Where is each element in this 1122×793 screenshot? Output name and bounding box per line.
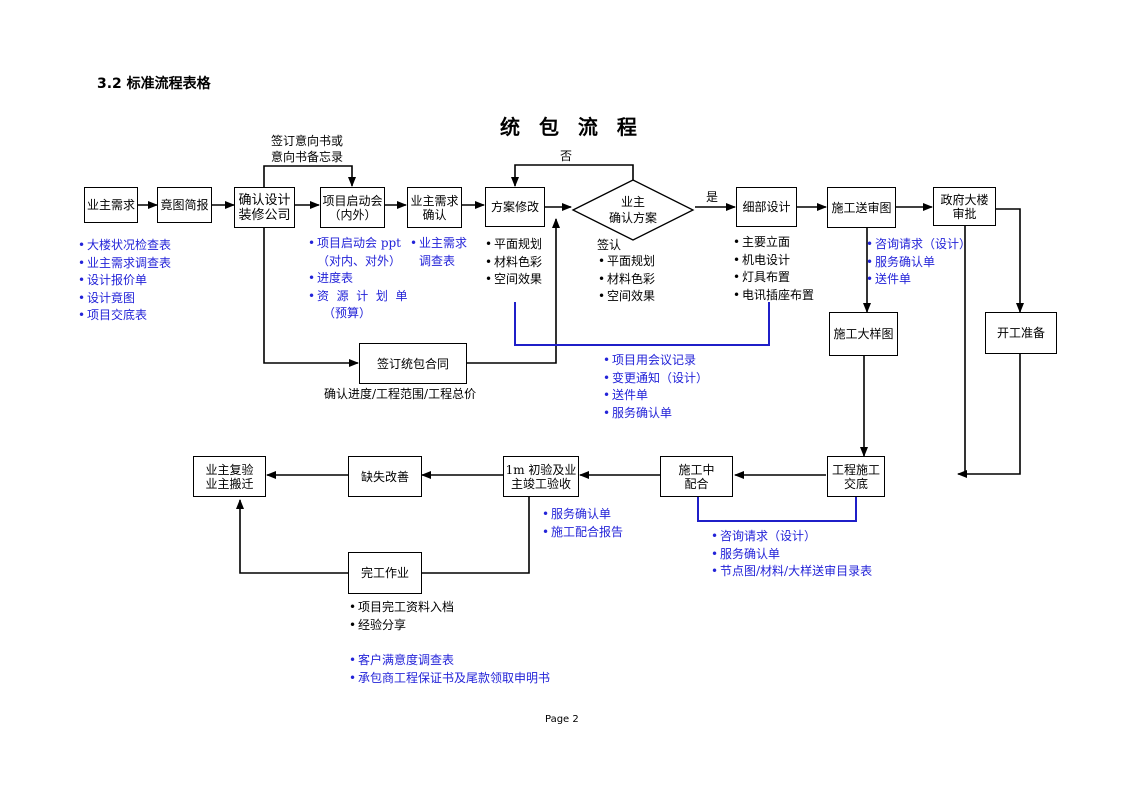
node-confirm-design-company: 确认设计 装修公司	[234, 187, 295, 228]
node-construction-cooperation: 施工中 配合	[660, 456, 733, 497]
list-item: 调查表	[419, 253, 456, 268]
demand-confirm-docs-list: 业主需求 调查表	[410, 235, 467, 270]
list-item: （预算）	[323, 306, 372, 320]
list-item: 变更通知（设计）	[603, 370, 708, 388]
list-item: 资 源 计 划 单	[308, 288, 408, 306]
list-item: 服务确认单	[542, 506, 623, 524]
list-item: 项目用会议记录	[603, 352, 708, 370]
demand-docs-list: 大楼状况检查表 业主需求调查表 设计报价单 设计竟图 项目交底表	[78, 237, 171, 325]
list-item: 电讯插座布置	[733, 287, 814, 305]
decision-diamond	[571, 179, 695, 241]
list-item: （对内、对外）	[317, 253, 402, 268]
decision-label-line1: 业主	[621, 195, 645, 209]
list-item: 服务确认单	[866, 254, 971, 272]
list-item: 平面规划	[485, 236, 542, 254]
list-item: 服务确认单	[603, 405, 708, 423]
list-item: 咨询请求（设计）	[711, 528, 872, 546]
no-label: 否	[560, 149, 573, 163]
list-item: 咨询请求（设计）	[866, 236, 971, 254]
section-heading: 3.2 标准流程表格	[97, 76, 211, 92]
cooperation-docs-list: 咨询请求（设计） 服务确认单 节点图/材料/大样送审目录表	[711, 528, 872, 581]
kickoff-docs-list: 项目启动会 ppt （对内、对外） 进度表 资 源 计 划 单 （预算）	[308, 235, 408, 323]
list-item: 项目完工资料入档	[349, 599, 454, 617]
node-owner-demand: 业主需求	[84, 187, 138, 223]
sign-intent-label-1: 签订意向书或	[271, 134, 344, 148]
completion-items-list: 项目完工资料入档 经验分享	[349, 599, 454, 634]
review-docs-list: 咨询请求（设计） 服务确认单 送件单	[866, 236, 971, 289]
sign-intent-label-2: 意向书备忘录	[271, 150, 344, 164]
node-acceptance: 1m 初验及业 主竣工验收	[503, 456, 579, 497]
node-sign-contract: 签订统包合同	[359, 343, 467, 384]
node-owner-reinspect: 业主复验 业主搬迁	[193, 456, 266, 497]
decision-label-line2: 确认方案	[609, 210, 657, 225]
flowchart-title: 统 包 流 程	[500, 115, 643, 139]
node-plan-revision: 方案修改	[485, 187, 545, 227]
list-item: 大楼状况检查表	[78, 237, 171, 255]
acceptance-docs-list: 服务确认单 施工配合报告	[542, 506, 623, 541]
node-bid-brief: 竟图简报	[157, 187, 212, 223]
sign-confirm-label: 签认	[597, 238, 622, 252]
node-start-preparation: 开工准备	[985, 312, 1057, 354]
contract-scope-label: 确认进度/工程范围/工程总价	[324, 387, 477, 401]
list-item: 承包商工程保证书及尾款领取申明书	[349, 670, 550, 688]
completion-docs-list: 客户满意度调查表 承包商工程保证书及尾款领取申明书	[349, 652, 550, 687]
list-item: 服务确认单	[711, 546, 872, 564]
list-item: 机电设计	[733, 252, 814, 270]
confirm-items-list: 平面规划 材料色彩 空间效果	[598, 253, 655, 306]
list-item: 进度表	[308, 270, 408, 288]
node-detail-design: 细部设计	[736, 187, 797, 227]
list-item: 项目启动会 ppt	[308, 235, 408, 253]
list-item: 送件单	[866, 271, 971, 289]
list-item: 材料色彩	[598, 271, 655, 289]
node-construction-handover: 工程施工 交底	[827, 456, 885, 497]
node-construction-detail: 施工大样图	[829, 312, 898, 356]
node-kickoff-meeting: 项目启动会 （内外）	[320, 187, 385, 228]
list-item: 设计竟图	[78, 290, 171, 308]
list-item: 业主需求	[410, 235, 467, 253]
list-item: 平面规划	[598, 253, 655, 271]
list-item: 材料色彩	[485, 254, 542, 272]
node-completion-work: 完工作业	[348, 552, 422, 594]
list-item: 送件单	[603, 387, 708, 405]
node-government-approval: 政府大楼 审批	[933, 187, 996, 226]
plan-items-list: 平面规划 材料色彩 空间效果	[485, 236, 542, 289]
list-item: 主要立面	[733, 234, 814, 252]
meeting-docs-list: 项目用会议记录 变更通知（设计） 送件单 服务确认单	[603, 352, 708, 422]
list-item: 客户满意度调查表	[349, 652, 550, 670]
node-submission-drawings: 施工送审图	[827, 187, 896, 228]
list-item: 节点图/材料/大样送审目录表	[711, 563, 872, 581]
node-defect-fix: 缺失改善	[348, 456, 422, 497]
detail-items-list: 主要立面 机电设计 灯具布置 电讯插座布置	[733, 234, 814, 304]
list-item: 施工配合报告	[542, 524, 623, 542]
list-item: 业主需求调查表	[78, 255, 171, 273]
page-number: Page 2	[545, 714, 579, 725]
list-item: 空间效果	[598, 288, 655, 306]
list-item: 经验分享	[349, 617, 454, 635]
yes-label: 是	[706, 190, 719, 204]
list-item: 空间效果	[485, 271, 542, 289]
list-item: 项目交底表	[78, 307, 171, 325]
list-item: 灯具布置	[733, 269, 814, 287]
node-demand-confirm: 业主需求 确认	[407, 187, 462, 228]
list-item: 设计报价单	[78, 272, 171, 290]
